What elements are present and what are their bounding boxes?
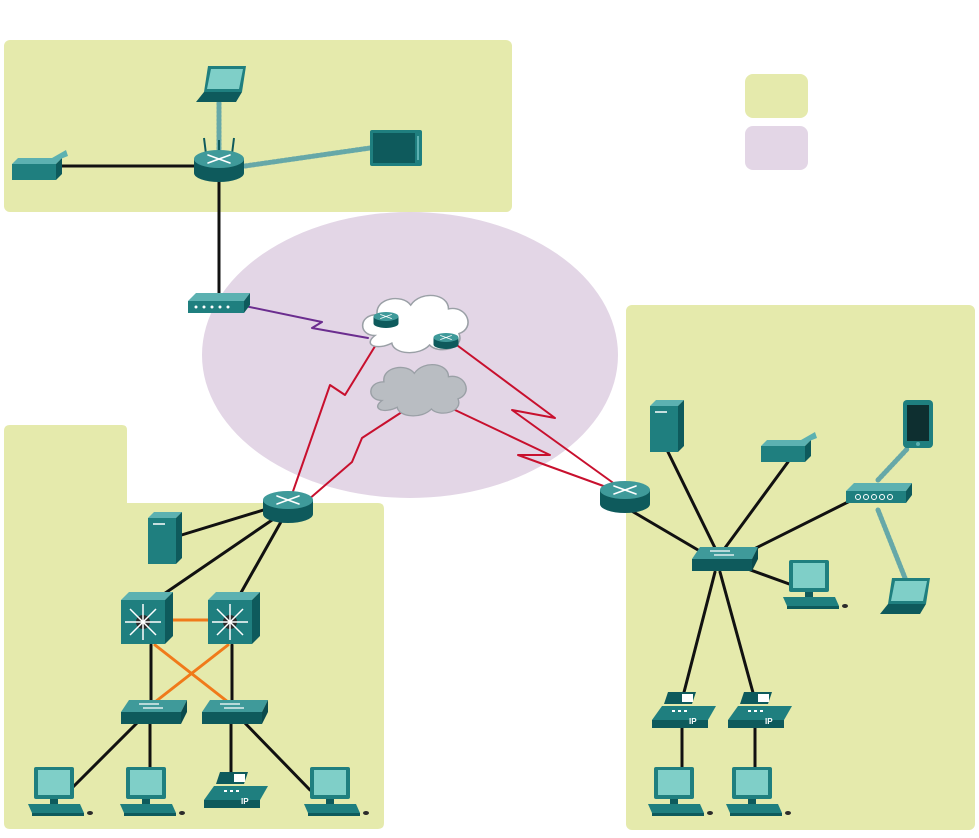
branch-ip-phone-1-icon[interactable]: IP xyxy=(652,692,716,728)
hq-ip-phone-label: IP xyxy=(241,797,249,806)
wireless-link-tv-router xyxy=(242,145,373,169)
link-branch-switch-phone1 xyxy=(680,570,717,702)
serial-link-modem-isp xyxy=(239,304,369,339)
wan-area xyxy=(202,212,618,498)
branch-router-icon[interactable] xyxy=(599,480,651,514)
branch-switch-icon[interactable] xyxy=(691,546,759,572)
hq-ip-phone-icon[interactable]: IP xyxy=(204,772,268,808)
branch-ip-phone-2-icon[interactable]: IP xyxy=(728,692,792,728)
link-branch-switch-phone2 xyxy=(718,570,757,702)
hq-access-switch-2-icon[interactable] xyxy=(201,699,269,725)
home-lan-area xyxy=(4,40,512,212)
wireless-link-ap-laptop xyxy=(875,507,908,581)
branch-access-point-icon[interactable] xyxy=(845,482,913,504)
link-branch-switch-pc1 xyxy=(743,566,794,587)
link-as2-pc3 xyxy=(240,718,312,792)
link-branch-switch-printer xyxy=(720,460,790,554)
isp-router-b-icon[interactable] xyxy=(433,332,459,350)
link-hq-router-mls1 xyxy=(156,516,277,600)
home-dsl-modem-icon[interactable] xyxy=(188,293,250,313)
serial-link-cloud-hq xyxy=(307,409,406,501)
link-branch-switch-server xyxy=(666,450,719,554)
link-as1-pc1 xyxy=(68,720,140,792)
hq-router-icon[interactable] xyxy=(262,490,314,524)
headquarters-lan-area xyxy=(4,425,384,829)
home-smart-tv-icon[interactable] xyxy=(369,129,423,167)
branch-ip-phone-2-label: IP xyxy=(765,717,773,726)
hq-multilayer-switch-1-icon[interactable] xyxy=(120,591,174,645)
lan-area-swatch xyxy=(745,74,808,118)
hq-server-icon[interactable] xyxy=(147,511,183,565)
branch-server-icon[interactable] xyxy=(649,399,685,453)
etherchannel-mls2-as1 xyxy=(153,643,230,704)
branch-tablet-icon[interactable] xyxy=(903,400,933,448)
isp-router-a-icon[interactable] xyxy=(373,311,399,329)
hq-access-switch-1-icon[interactable] xyxy=(120,699,188,725)
link-branch-switch-ap xyxy=(740,498,854,557)
link-hq-router-server xyxy=(173,506,272,539)
link-hq-router-mls2 xyxy=(236,518,284,600)
serial-link-isp-branch xyxy=(449,339,631,496)
serial-link-cloud-branch xyxy=(454,409,621,493)
wireless-link-ap-tablet xyxy=(875,445,911,483)
serial-link-isp-hq xyxy=(289,329,386,501)
branch-ip-phone-1-label: IP xyxy=(689,717,697,726)
hq-multilayer-switch-2-icon[interactable] xyxy=(207,591,261,645)
wan-area-swatch xyxy=(745,126,808,170)
